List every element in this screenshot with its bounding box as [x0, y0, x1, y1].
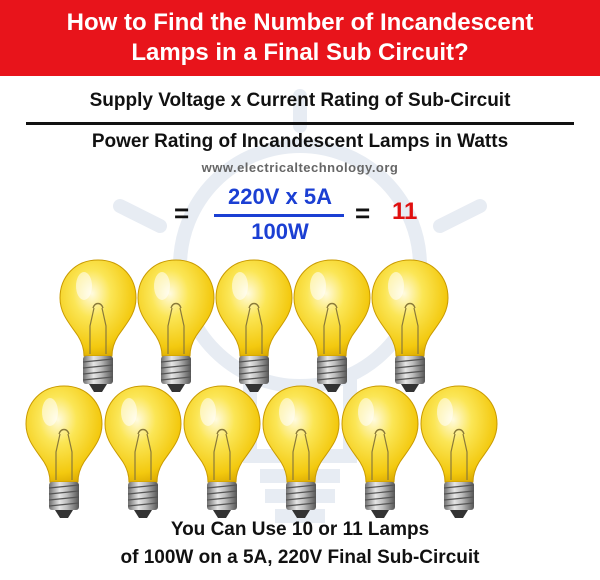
equals-sign-2: = [355, 198, 371, 228]
incandescent-bulb-icon [101, 382, 185, 522]
incandescent-bulb-icon [212, 256, 296, 396]
incandescent-bulb-icon [368, 256, 452, 396]
formula-fraction-bar [26, 122, 574, 125]
incandescent-bulb-icon [417, 382, 501, 522]
calculation-denominator: 100W [251, 219, 309, 244]
incandescent-bulb-icon [56, 256, 140, 396]
title-banner: How to Find the Number of Incandescent L… [0, 0, 600, 76]
footer-caption: You Can Use 10 or 11 Lamps of 100W on a … [0, 516, 600, 572]
title-line-1: How to Find the Number of Incandescent [66, 9, 534, 36]
incandescent-bulb-icon [22, 382, 106, 522]
formula-numerator: Supply Voltage x Current Rating of Sub-C… [89, 90, 511, 111]
footer-line-2: of 100W on a 5A, 220V Final Sub-Circuit [120, 547, 480, 568]
incandescent-bulb-icon [259, 382, 343, 522]
incandescent-bulb-icon [290, 256, 374, 396]
incandescent-bulb-icon [180, 382, 264, 522]
incandescent-bulb-icon [338, 382, 422, 522]
title-line-2: Lamps in a Final Sub Circuit? [131, 39, 469, 66]
incandescent-bulb-icon [134, 256, 218, 396]
calculation-fraction-bar [214, 214, 344, 217]
footer-line-1: You Can Use 10 or 11 Lamps [170, 519, 430, 540]
calculation-result: 11 [392, 198, 418, 225]
website-watermark: www.electricaltechnology.org [201, 160, 399, 175]
equals-sign-1: = [174, 198, 190, 228]
formula-denominator: Power Rating of Incandescent Lamps in Wa… [91, 131, 509, 152]
calculation-numerator: 220V x 5A [228, 184, 332, 209]
